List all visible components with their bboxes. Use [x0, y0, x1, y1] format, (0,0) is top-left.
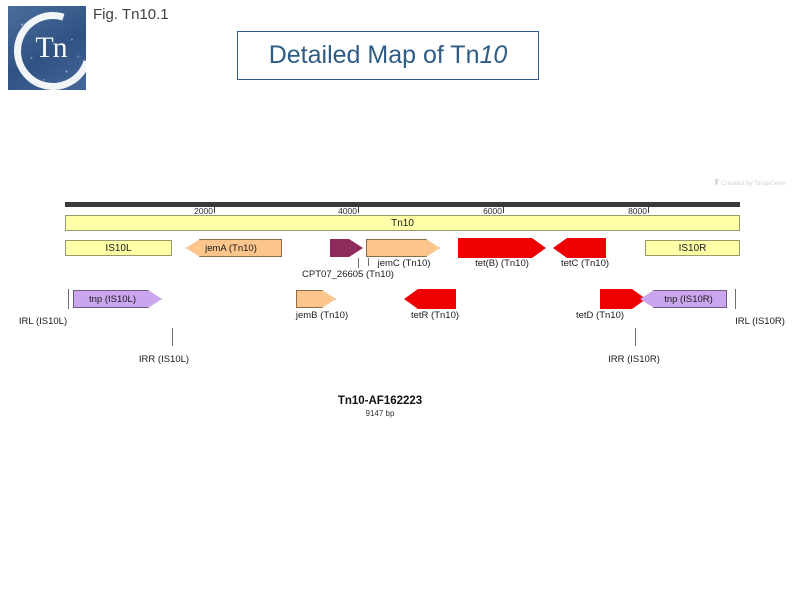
ruler-label-4000: 4000 [338, 206, 357, 216]
ruler-axis [65, 202, 740, 207]
marker-label-irl-is10l: IRL (IS10L) [18, 316, 68, 327]
feature-arrow-tetr[interactable] [404, 289, 456, 309]
feature-bar-is10r-label: IS10R [678, 242, 707, 254]
leader-line-irr-is10r [635, 328, 636, 346]
leader-line-cpt07-26605 [358, 258, 359, 268]
ruler-tick-6000 [503, 207, 504, 213]
ruler-tick-8000 [648, 207, 649, 213]
ruler-label-8000: 8000 [628, 206, 647, 216]
feature-label-cpt07-26605: CPT07_26605 (Tn10) [302, 269, 394, 280]
leader-line-irr-is10l [172, 328, 173, 346]
marker-line-irl-is10r [735, 289, 736, 309]
feature-arrow-tnp-is10l[interactable]: tnp (IS10L) [73, 290, 162, 308]
feature-bar-is10r[interactable]: IS10R [645, 240, 740, 256]
feature-arrow-tetb[interactable] [458, 238, 546, 258]
feature-arrow-jemb[interactable] [296, 290, 336, 308]
feature-arrow-cpt07-26605[interactable] [330, 239, 363, 257]
feature-label-jemc: jemC (Tn10) [377, 258, 431, 269]
ruler-label-2000: 2000 [194, 206, 213, 216]
sequence-size: 9147 bp [365, 409, 395, 418]
feature-label-tetr: tetR (Tn10) [410, 310, 460, 321]
marker-line-irl-is10l [68, 289, 69, 309]
figure-label: Fig. Tn10.1 [93, 6, 169, 23]
snapgene-map: Created by SnapGene 2000 4000 6000 8000 … [0, 170, 786, 440]
feature-bar-tn10[interactable]: Tn10 [65, 215, 740, 231]
snapgene-flag-icon [715, 179, 719, 186]
ruler-tick-4000 [358, 207, 359, 213]
feature-arrow-tnp-is10r-label: tnp (IS10R) [664, 293, 713, 305]
feature-arrow-tetd[interactable] [600, 289, 646, 309]
feature-bar-tn10-label: Tn10 [391, 217, 414, 229]
feature-label-tetb: tet(B) (Tn10) [475, 258, 529, 269]
feature-arrow-tnp-is10l-label: tnp (IS10L) [89, 293, 136, 305]
feature-bar-is10l-label: IS10L [105, 242, 132, 254]
ctn-logo: Tn [8, 6, 86, 90]
logo-tn-text: Tn [35, 31, 67, 64]
marker-label-irr-is10r: IRR (IS10R) [608, 354, 660, 365]
page-title-italic: 10 [479, 41, 508, 69]
feature-label-tetd: tetD (Tn10) [575, 310, 625, 321]
feature-arrow-jema[interactable]: jemA (Tn10) [186, 239, 282, 257]
snapgene-watermark: Created by SnapGene [715, 179, 786, 187]
feature-label-tetc: tetC (Tn10) [560, 258, 610, 269]
slide-title-box: Detailed Map of Tn10 [237, 31, 539, 80]
page-title: Detailed Map of Tn10 [269, 41, 508, 70]
sequence-name: Tn10-AF162223 [337, 395, 423, 407]
page-title-prefix: Detailed Map of Tn [268, 41, 480, 69]
marker-label-irl-is10r: IRL (IS10R) [735, 316, 785, 327]
ruler-tick-2000 [214, 207, 215, 213]
leader-line-jemc [368, 258, 369, 266]
watermark-text: Created by SnapGene [721, 180, 786, 187]
marker-label-irr-is10l: IRR (IS10L) [138, 354, 190, 365]
feature-arrow-jema-label: jemA (Tn10) [205, 242, 257, 254]
ruler-label-6000: 6000 [483, 206, 502, 216]
feature-arrow-tetc[interactable] [553, 238, 606, 258]
feature-arrow-tnp-is10r[interactable]: tnp (IS10R) [640, 290, 727, 308]
feature-label-jemb: jemB (Tn10) [295, 310, 349, 321]
feature-bar-is10l[interactable]: IS10L [65, 240, 172, 256]
feature-arrow-jemc[interactable] [366, 239, 440, 257]
